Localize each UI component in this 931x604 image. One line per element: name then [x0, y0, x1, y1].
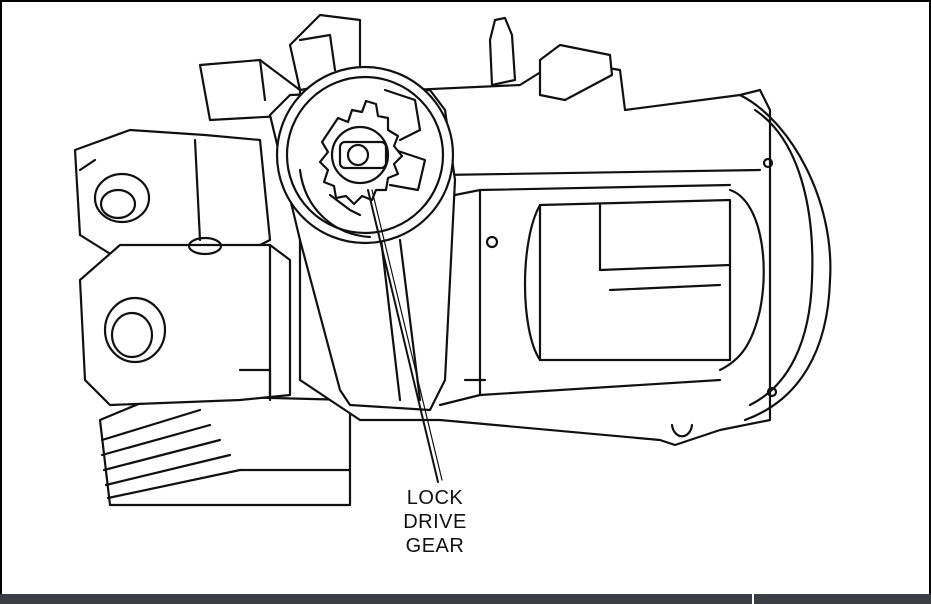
- lower-mount: [78, 236, 292, 407]
- lock-drive-gear-callout: LOCK DRIVE GEAR: [385, 486, 485, 558]
- lower-bracket: [98, 393, 352, 507]
- upper-mount: [73, 128, 272, 262]
- lock-drive-gear: [318, 99, 404, 206]
- callout-line-1: LOCK: [406, 487, 464, 509]
- callout-leader-line: [367, 189, 443, 483]
- callout-line-2: DRIVE: [403, 511, 467, 533]
- callout-line-3: GEAR: [405, 535, 465, 557]
- bottom-bar-divider: [752, 594, 754, 604]
- bottom-bar: [0, 594, 931, 604]
